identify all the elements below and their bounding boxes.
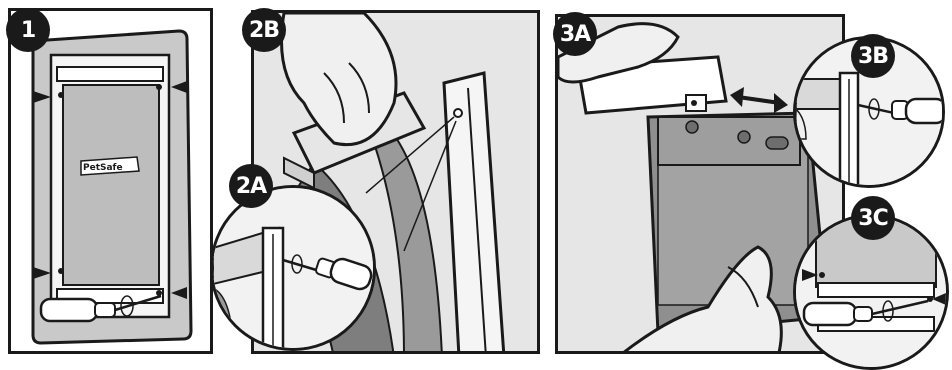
petsafe-logo: PetSafe: [81, 157, 139, 175]
step-badge-3c: 3C: [851, 196, 895, 240]
screw-detail-illustration: [213, 188, 376, 351]
step-badge-3b: 3B: [851, 34, 895, 78]
step-badge-1: 1: [6, 8, 50, 52]
door-frame-illustration: PetSafe: [11, 11, 213, 354]
step-badge-2b: 2B: [242, 8, 286, 52]
panel-step-1: PetSafe: [8, 8, 213, 354]
inset-step-2a: [210, 185, 376, 351]
step-badge-2a: 2A: [229, 164, 273, 208]
step-badge-3a: 3A: [553, 12, 597, 56]
svg-text:PetSafe: PetSafe: [83, 163, 123, 173]
